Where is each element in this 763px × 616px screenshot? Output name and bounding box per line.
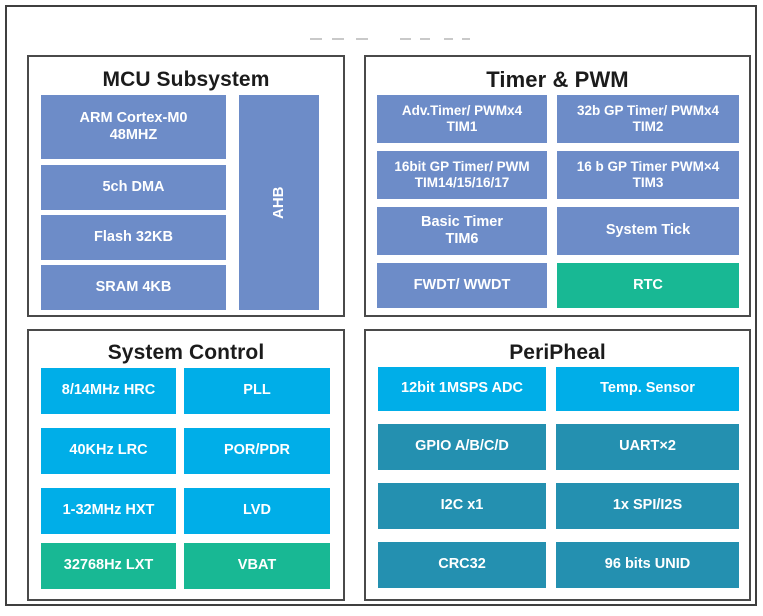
block-32b-gp-timer-tim2[interactable]: 32b GP Timer/ PWMx4 TIM2 <box>557 95 739 143</box>
block-1x-spi-i2s[interactable]: 1x SPI/I2S <box>556 483 739 529</box>
block-basic-timer-tim6[interactable]: Basic Timer TIM6 <box>377 207 547 255</box>
block-5ch-dma[interactable]: 5ch DMA <box>41 165 226 210</box>
panel-title-timer-and-pwm: Timer & PWM <box>486 67 629 92</box>
panel-system-control: System Control 8/14MHz HRC PLL 40KHz LRC… <box>27 329 345 601</box>
faint-erased-marks <box>310 35 470 43</box>
block-uart-x2[interactable]: UART×2 <box>556 424 739 470</box>
panel-timer-and-pwm: Timer & PWM Adv.Timer/ PWMx4 TIM1 32b GP… <box>364 55 751 317</box>
block-crc32[interactable]: CRC32 <box>378 542 546 588</box>
block-vbat[interactable]: VBAT <box>184 543 330 589</box>
panel-title-peripheral: PeriPheal <box>509 341 606 364</box>
block-i2c-x1[interactable]: I2C x1 <box>378 483 546 529</box>
block-system-tick[interactable]: System Tick <box>557 207 739 255</box>
block-8-14mhz-hrc[interactable]: 8/14MHz HRC <box>41 368 176 414</box>
block-flash-32kb[interactable]: Flash 32KB <box>41 215 226 260</box>
block-16b-gp-timer-tim3[interactable]: 16 b GP Timer PWM×4 TIM3 <box>557 151 739 199</box>
block-fwdt-wwdt[interactable]: FWDT/ WWDT <box>377 263 547 308</box>
block-12bit-1msps-adc[interactable]: 12bit 1MSPS ADC <box>378 367 546 411</box>
block-adv-timer-tim1[interactable]: Adv.Timer/ PWMx4 TIM1 <box>377 95 547 143</box>
block-40khz-lrc[interactable]: 40KHz LRC <box>41 428 176 474</box>
block-arm-cortex-m0[interactable]: ARM Cortex-M0 48MHZ <box>41 95 226 159</box>
panel-peripheral: PeriPheal 12bit 1MSPS ADC Temp. Sensor G… <box>364 329 751 601</box>
chip-outer-frame: MCU Subsystem ARM Cortex-M0 48MHZ 5ch DM… <box>5 5 757 606</box>
block-16bit-gp-timer-tim14-17[interactable]: 16bit GP Timer/ PWM TIM14/15/16/17 <box>377 151 547 199</box>
block-ahb-bus[interactable]: AHB <box>239 95 319 310</box>
block-rtc[interactable]: RTC <box>557 263 739 308</box>
panel-title-system-control: System Control <box>107 341 265 364</box>
block-1-32mhz-hxt[interactable]: 1-32MHz HXT <box>41 488 176 534</box>
block-pll[interactable]: PLL <box>184 368 330 414</box>
panel-mcu-subsystem: MCU Subsystem ARM Cortex-M0 48MHZ 5ch DM… <box>27 55 345 317</box>
block-32768hz-lxt[interactable]: 32768Hz LXT <box>41 543 176 589</box>
block-gpio-a-b-c-d[interactable]: GPIO A/B/C/D <box>378 424 546 470</box>
block-96-bits-unid[interactable]: 96 bits UNID <box>556 542 739 588</box>
panel-title-mcu-subsystem: MCU Subsystem <box>102 68 270 91</box>
block-temp-sensor[interactable]: Temp. Sensor <box>556 367 739 411</box>
block-por-pdr[interactable]: POR/PDR <box>184 428 330 474</box>
block-lvd[interactable]: LVD <box>184 488 330 534</box>
block-sram-4kb[interactable]: SRAM 4KB <box>41 265 226 310</box>
